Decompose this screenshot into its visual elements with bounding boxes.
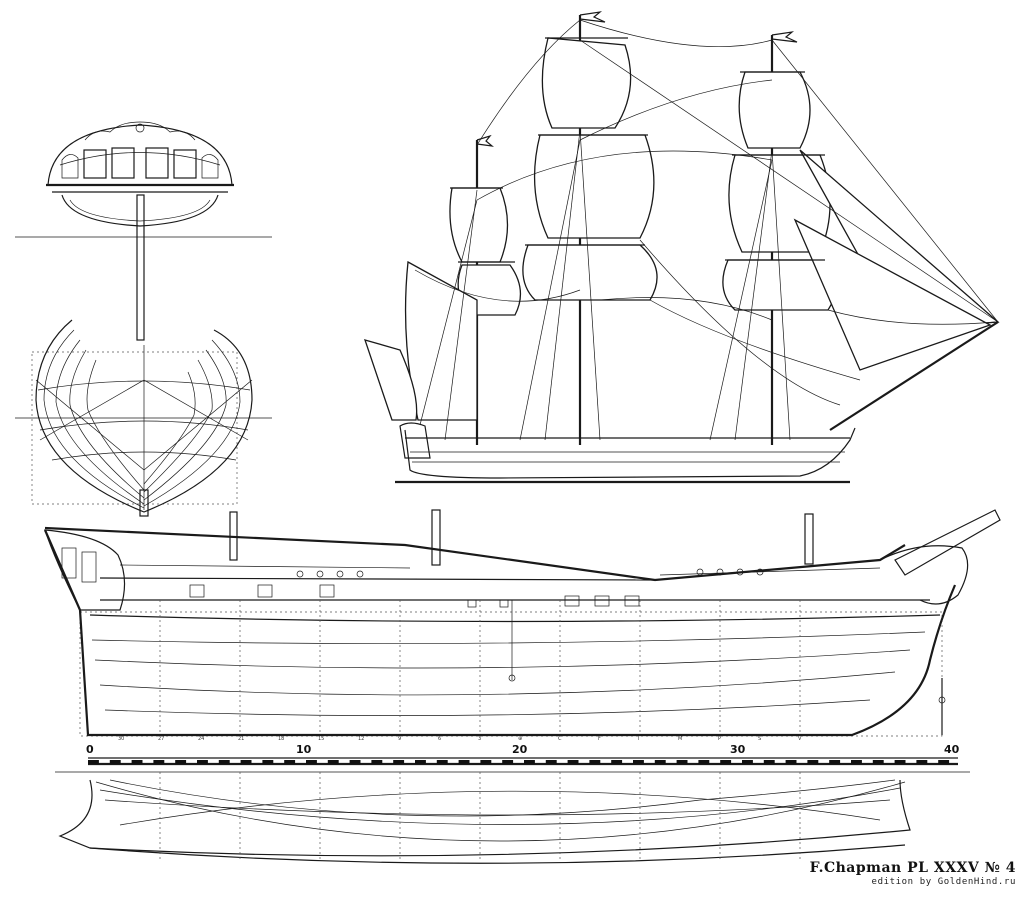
station-label: S xyxy=(758,736,761,742)
station-label: 3 xyxy=(478,736,481,742)
body-plan xyxy=(15,319,272,517)
scale-label-20: 20 xyxy=(512,743,528,756)
plate-caption: F.Chapman PL XXXV № 4 edition by GoldenH… xyxy=(810,860,1016,887)
station-label: 18 xyxy=(278,736,284,742)
sheer-plan xyxy=(43,509,1001,737)
station-label: 24 xyxy=(198,736,204,742)
station-label: I xyxy=(638,736,639,742)
stern-elevation xyxy=(15,121,272,341)
station-label: 9 xyxy=(398,736,401,742)
scale-label-40: 40 xyxy=(944,743,960,756)
scale-label-0: 0 xyxy=(86,743,94,756)
station-label: 6 xyxy=(438,736,441,742)
scale-label-10: 10 xyxy=(296,743,312,756)
station-label: 30 xyxy=(118,736,124,742)
station-label: ⊕ xyxy=(518,736,522,742)
station-label: V xyxy=(798,736,802,742)
station-label: 27 xyxy=(158,736,164,742)
station-label: C xyxy=(558,736,562,742)
station-label: M xyxy=(678,736,682,742)
plate-title: F.Chapman PL XXXV № 4 xyxy=(809,860,1016,876)
station-label: 12 xyxy=(358,736,364,742)
scale-label-30: 30 xyxy=(730,743,746,756)
sail-plan xyxy=(363,11,1000,484)
edition-credit: edition by GoldenHind.ru xyxy=(871,877,1016,887)
station-label: 21 xyxy=(238,736,244,742)
half-breadth-plan xyxy=(55,771,970,864)
station-label: 15 xyxy=(318,736,324,742)
station-label: F xyxy=(598,736,601,742)
station-labels: 30 27 24 21 18 15 12 9 6 3 ⊕ C F I M P S… xyxy=(118,736,802,742)
station-label: P xyxy=(718,736,721,742)
scale-bar: 0 10 20 30 40 xyxy=(86,743,960,766)
